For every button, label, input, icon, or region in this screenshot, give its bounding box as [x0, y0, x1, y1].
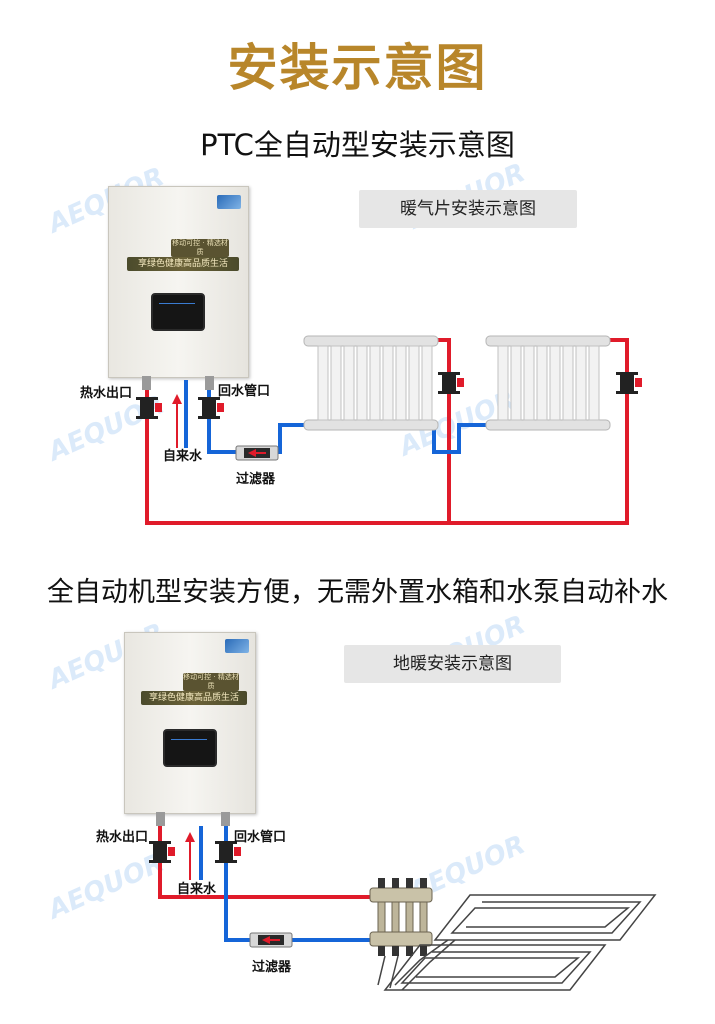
- filter-icon: [249, 932, 293, 948]
- radiator-system-diagram: [136, 335, 642, 525]
- tap-water-label: 自来水: [163, 449, 203, 464]
- heater-unit: 移动可控 · 精选材质 享绿色健康高品质生活: [108, 186, 249, 378]
- filter-label: 过滤器: [252, 960, 292, 975]
- heater-badge-small: 移动可控 · 精选材质: [171, 239, 229, 257]
- valve-icon: [616, 372, 642, 394]
- hot-outlet-label: 热水出口: [80, 386, 133, 401]
- pipe-fittings: [142, 376, 214, 390]
- heater-screen: [151, 293, 205, 331]
- section1-heading: PTC全自动型安装示意图: [200, 128, 515, 162]
- heater-unit: 移动可控 · 精选材质 享绿色健康高品质生活: [124, 632, 256, 814]
- section2-heading: 全自动机型安装方便，无需外置水箱和水泵自动补水: [47, 577, 668, 608]
- screen-display: [159, 303, 195, 314]
- valve-icon: [136, 397, 162, 419]
- return-water-pipe: [207, 390, 312, 454]
- manifold-icon: [369, 878, 433, 956]
- pipe-fittings: [156, 812, 230, 826]
- return-inlet-label: 回水管口: [218, 384, 271, 399]
- return-inlet-label: 回水管口: [234, 830, 287, 845]
- heater-badge: 享绿色健康高品质生活: [141, 691, 247, 705]
- heater-badge-small: 移动可控 · 精选材质: [183, 673, 239, 691]
- page-title: 安装示意图: [227, 39, 488, 97]
- return-water-pipe: [224, 826, 372, 942]
- heater-screen: [163, 729, 217, 767]
- arrow-up-icon: [172, 394, 182, 404]
- section2-tag: 地暖安装示意图: [344, 645, 561, 683]
- arrow-up-icon: [185, 832, 195, 842]
- floor-coil-icon: [377, 894, 657, 991]
- valve-icon: [215, 841, 241, 863]
- floor-heating-diagram: [149, 812, 657, 991]
- filter-icon: [235, 445, 279, 461]
- radiator-icon: [485, 335, 611, 431]
- section1-tag: 暖气片安装示意图: [359, 190, 577, 228]
- hot-water-pipe: [145, 338, 629, 525]
- valve-icon: [149, 841, 175, 863]
- filter-label: 过滤器: [236, 472, 276, 487]
- return-water-pipe-branch: [432, 423, 492, 454]
- valve-icon: [198, 397, 224, 419]
- radiator-icon: [303, 335, 439, 431]
- hot-outlet-label: 热水出口: [96, 830, 149, 845]
- tap-water-label: 自来水: [177, 882, 217, 897]
- screen-display: [171, 739, 207, 750]
- valve-icon: [438, 372, 464, 394]
- heater-badge: 享绿色健康高品质生活: [127, 257, 239, 271]
- logo-icon: [225, 639, 249, 653]
- logo-icon: [217, 195, 241, 209]
